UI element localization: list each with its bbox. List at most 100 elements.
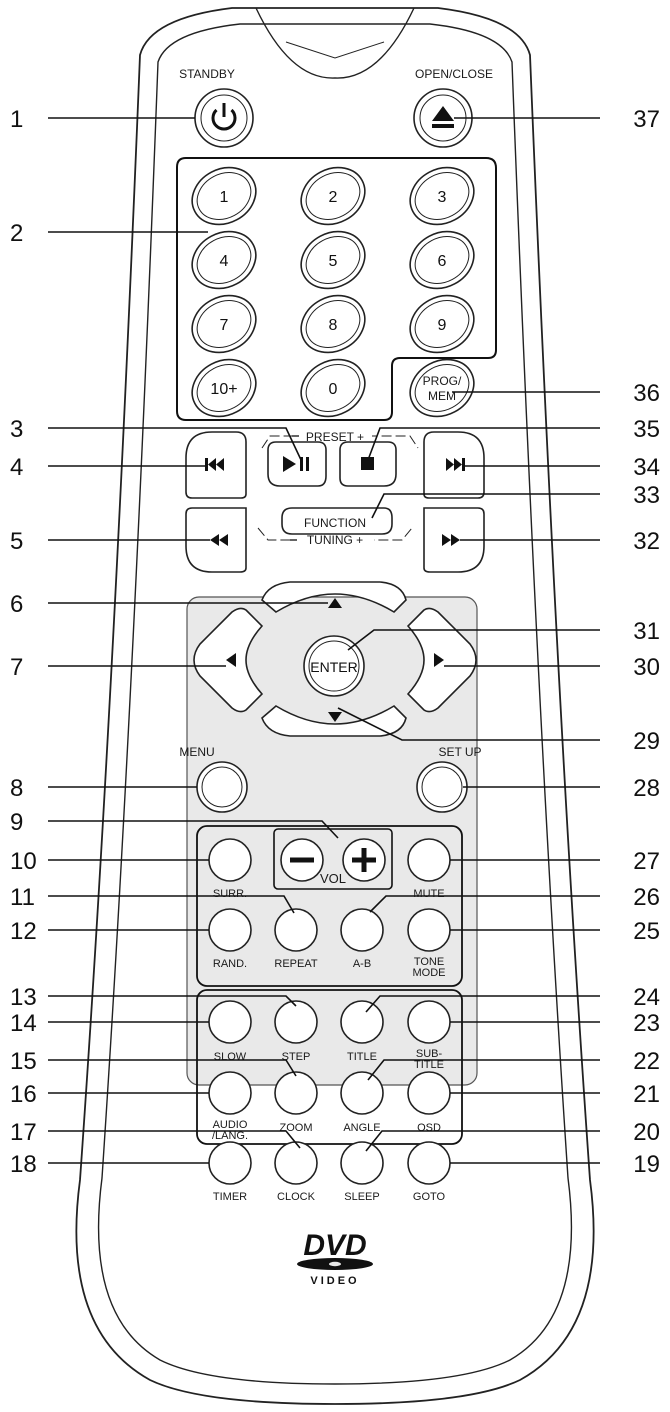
setup-label: SET UP [438,745,481,759]
zoom-label: ZOOM [280,1122,313,1134]
standby-button[interactable] [194,88,254,148]
clock-button[interactable] [274,1141,318,1185]
callout-17: 17 [10,1119,37,1146]
ab-label: A-B [353,958,371,970]
digit-button-9[interactable]: 9 [400,285,484,364]
digit-label: 0 [329,381,338,398]
digit-button-7[interactable]: 7 [182,285,266,364]
tone-mode-button[interactable] [407,908,451,952]
prog-mem-button[interactable]: PROG/ MEM [400,349,484,428]
repeat-button[interactable] [274,908,318,952]
volume-up-button[interactable] [342,838,386,882]
fast-forward-button[interactable] [423,507,485,573]
callout-lines [48,117,600,1164]
stop-button[interactable] [339,441,397,487]
audio-lang-button[interactable] [208,1071,252,1115]
callout-26: 26 [633,884,660,911]
mute-button[interactable] [407,838,451,882]
arrow-up-icon [328,598,342,608]
angle-button[interactable] [340,1071,384,1115]
digit-button-5[interactable]: 5 [291,221,375,300]
audio-label: AUDIO [213,1119,248,1131]
open-close-label: OPEN/CLOSE [415,67,493,81]
subtitle-label: TITLE [414,1059,444,1071]
enter-label: ENTER [310,659,357,675]
eject-icon [432,106,454,128]
volume-down-button[interactable] [280,838,324,882]
callout-32: 32 [633,528,660,555]
tuning-bracket [257,527,413,541]
surr-button[interactable] [208,838,252,882]
digit-button-1[interactable]: 1 [182,157,266,236]
digit-button-6[interactable]: 6 [400,221,484,300]
timer-button[interactable] [208,1141,252,1185]
callout-28: 28 [633,775,660,802]
tone-label: TONE [414,956,444,968]
osd-label: OSD [417,1122,441,1134]
ab-button[interactable] [340,908,384,952]
callout-7: 7 [10,654,23,681]
nav-right-button[interactable] [406,607,477,713]
audio-group-frame [196,825,463,987]
rewind-button[interactable] [185,507,247,573]
callout-37: 37 [633,106,660,133]
menu-button[interactable] [196,761,248,813]
nav-up-button[interactable] [261,581,407,614]
play-pause-button[interactable] [267,441,327,487]
minus-icon [290,857,314,863]
goto-label: GOTO [413,1191,446,1203]
callout-33: 33 [633,482,660,509]
dvd-video-logo: DVD VIDEO [297,1229,373,1287]
setup-button[interactable] [416,761,468,813]
step-button[interactable] [274,1000,318,1044]
top-notch [255,7,415,79]
callout-1: 1 [10,106,23,133]
timer-label: TIMER [213,1191,247,1203]
digit-button-2[interactable]: 2 [291,157,375,236]
digit-label: 2 [329,189,338,206]
digit-button-8[interactable]: 8 [291,285,375,364]
digit-label: 1 [220,189,229,206]
nav-left-button[interactable] [193,607,264,713]
angle-label: ANGLE [343,1122,380,1134]
sleep-label: SLEEP [344,1191,379,1203]
next-button[interactable] [423,431,485,499]
callout-13: 13 [10,984,37,1011]
surr-label: SURR. [213,888,247,900]
osd-button[interactable] [407,1071,451,1115]
digit-button-0[interactable]: 0 [291,349,375,428]
mode-label: MODE [413,967,446,979]
zoom-button[interactable] [274,1071,318,1115]
title-label: TITLE [347,1051,377,1063]
callout-16: 16 [10,1081,37,1108]
video-group-frame [196,989,463,1145]
digit-button-3[interactable]: 3 [400,157,484,236]
lang-label: /LANG. [212,1130,248,1142]
rand-button[interactable] [208,908,252,952]
goto-button[interactable] [407,1141,451,1185]
skip-back-icon [205,458,224,471]
sleep-button[interactable] [340,1141,384,1185]
function-button[interactable]: FUNCTION [281,507,393,535]
digit-button-4[interactable]: 4 [182,221,266,300]
subtitle-button[interactable] [407,1000,451,1044]
callout-35: 35 [633,416,660,443]
callout-23: 23 [633,1010,660,1037]
callout-11: 11 [10,884,35,911]
volume-label: VOL [320,871,346,886]
enter-button[interactable]: ENTER [303,635,365,697]
callout-4: 4 [10,454,23,481]
plus-icon [352,848,376,872]
title-button[interactable] [340,1000,384,1044]
digit-label: 8 [329,317,338,334]
callout-2: 2 [10,220,23,247]
prev-button[interactable] [185,431,247,499]
nav-down-button[interactable] [261,704,407,737]
slow-button[interactable] [208,1000,252,1044]
clock-label: CLOCK [277,1191,316,1203]
digit-button-10plus[interactable]: 10+ [182,349,266,428]
callout-34: 34 [633,454,660,481]
digit-label: 5 [329,253,338,270]
callout-30: 30 [633,654,660,681]
callout-31: 31 [633,618,660,645]
